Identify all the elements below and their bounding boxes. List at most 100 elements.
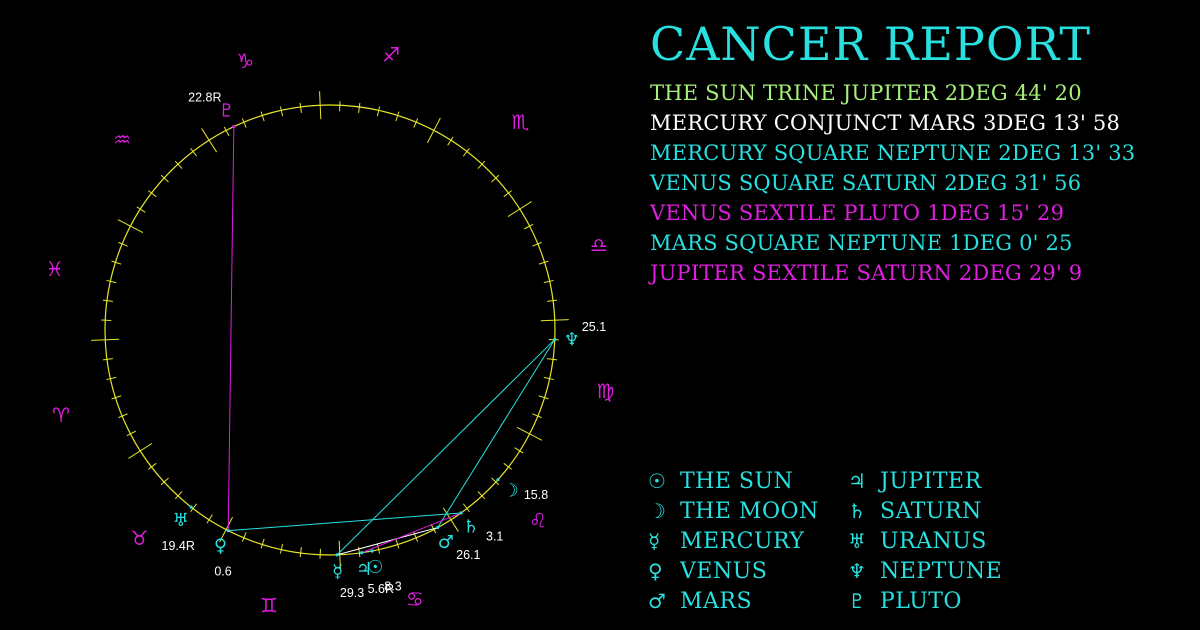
degree-tick: [102, 299, 113, 302]
mercury-degree-label: 29.3: [340, 586, 364, 600]
aspect-line-mercury-neptune: [336, 339, 556, 556]
legend-label: PLUTO: [880, 588, 962, 614]
legend-item-mars: ♂ MARS: [648, 586, 848, 616]
degree-tick: [111, 395, 122, 400]
report-title: CANCER REPORT: [650, 17, 1092, 71]
jupiter-degree-label: 5.6R: [368, 582, 394, 596]
aspect-item: MERCURY SQUARE NEPTUNE 2DEG 13' 33: [650, 141, 1136, 165]
neptune-degree-label: 25.1: [582, 320, 606, 334]
natal-chart-wheel: ♈♉♊♋♌♍♎♏♐♑♒♓ ☉8.3☽15.8☿29.3♀0.6♂26.1♃5.6…: [46, 43, 615, 618]
virgo-icon: ♍: [596, 379, 614, 403]
mercury-position-dot: [335, 553, 339, 557]
pluto-position-dot: [232, 124, 236, 129]
degree-tick: [503, 462, 512, 470]
sign-boundary-tick: [219, 516, 234, 543]
degree-tick: [462, 503, 470, 512]
uranus-icon: ♅: [173, 510, 189, 531]
degree-tick: [532, 413, 542, 419]
degree-tick: [503, 190, 512, 198]
degree-tick: [118, 241, 128, 247]
venus-icon: ♀: [214, 535, 227, 556]
saturn-icon: ♄: [848, 499, 866, 523]
aspect-item: JUPITER SEXTILE SATURN 2DEG 29' 9: [650, 261, 1083, 285]
degree-tick: [477, 160, 486, 169]
gemini-icon: ♊: [260, 593, 278, 617]
degree-tick: [477, 491, 486, 500]
legend-item-saturn: ♄ SATURN: [848, 496, 1028, 526]
sign-boundary-tick: [338, 540, 341, 569]
venus-position-dot: [226, 529, 230, 533]
degree-tick: [190, 503, 198, 512]
jupiter-icon: ♃: [356, 559, 372, 580]
sign-boundary-tick: [442, 507, 459, 532]
sun-icon: ☉: [367, 557, 383, 578]
aspect-item: MARS SQUARE NEPTUNE 1DEG 0' 25: [650, 231, 1073, 255]
degree-tick: [174, 160, 183, 169]
taurus-icon: ♉: [131, 526, 149, 550]
mars-degree-label: 26.1: [456, 548, 480, 562]
neptune-position-dot: [553, 337, 557, 342]
degree-tick: [160, 477, 169, 486]
legend-item-mercury: ☿ MERCURY: [648, 526, 848, 556]
saturn-degree-label: 3.1: [486, 529, 503, 543]
degree-tick: [241, 532, 247, 542]
degree-tick: [447, 136, 454, 146]
sun-degree-label: 8.3: [384, 579, 401, 593]
legend-item-uranus: ♅ URANUS: [848, 526, 1028, 556]
moon-degree-label: 15.8: [524, 488, 548, 502]
sign-boundary-tick: [319, 91, 322, 120]
degree-tick: [174, 491, 183, 500]
planet-markers: ☉8.3☽15.8☿29.3♀0.6♂26.1♃5.6R♄3.1♅19.4R♆2…: [162, 91, 607, 601]
legend-label: THE MOON: [680, 498, 819, 524]
degree-tick: [106, 376, 117, 381]
planet-legend: ☉ THE SUN ♃ JUPITER ☽ THE MOON ♄ SATURN …: [648, 466, 1028, 616]
sign-boundary-tick: [201, 128, 218, 153]
aries-icon: ♈: [52, 403, 70, 427]
sign-boundary-tick: [507, 201, 532, 218]
neptune-icon: ♆: [848, 559, 866, 583]
venus-icon: ♀: [648, 559, 663, 583]
pluto-degree-label: 22.8R: [188, 91, 221, 105]
moon-position-dot: [496, 478, 500, 482]
legend-item-moon: ☽ THE MOON: [648, 496, 848, 526]
degree-tick: [148, 190, 157, 198]
degree-tick: [462, 148, 470, 157]
mars-icon: ♂: [648, 589, 666, 613]
aspect-item: THE SUN TRINE JUPITER 2DEG 44' 20: [650, 81, 1082, 105]
degree-tick: [413, 118, 419, 128]
uranus-icon: ♅: [848, 529, 866, 553]
legend-item-venus: ♀ VENUS: [648, 556, 848, 586]
chart-circle: [104, 104, 556, 556]
aspect-line-mars-neptune: [437, 339, 556, 528]
pisces-icon: ♓: [46, 257, 64, 281]
degree-tick: [547, 299, 558, 302]
legend-label: JUPITER: [880, 468, 982, 494]
aspect-line-mercury-mars: [336, 527, 438, 556]
venus-degree-label: 0.6: [214, 564, 231, 578]
capricorn-icon: ♑: [236, 49, 254, 73]
mars-icon: ♂: [438, 532, 454, 553]
degree-tick: [547, 358, 558, 361]
degree-tick: [260, 538, 265, 549]
degree-tick: [532, 241, 542, 247]
degree-tick: [491, 477, 500, 486]
degree-tick: [376, 543, 381, 554]
legend-item-sun: ☉ THE SUN: [648, 466, 848, 496]
degree-tick: [395, 111, 400, 122]
legend-item-neptune: ♆ NEPTUNE: [848, 556, 1028, 586]
leo-icon: ♌: [529, 509, 547, 533]
sign-boundary-tick: [540, 319, 569, 322]
degree-tick: [260, 111, 265, 122]
mercury-icon: ☿: [332, 561, 343, 582]
legend-item-pluto: ♇ PLUTO: [848, 586, 1028, 616]
degree-tick: [514, 447, 524, 454]
legend-label: THE SUN: [680, 468, 794, 494]
mars-position-dot: [436, 525, 440, 530]
cancer-icon: ♋: [406, 587, 424, 611]
aspect-line-venus-saturn: [228, 512, 462, 532]
degree-tick: [241, 118, 247, 128]
degree-tick: [148, 462, 157, 470]
degree-tick: [279, 543, 284, 554]
degree-tick: [190, 148, 198, 157]
legend-label: SATURN: [880, 498, 982, 524]
